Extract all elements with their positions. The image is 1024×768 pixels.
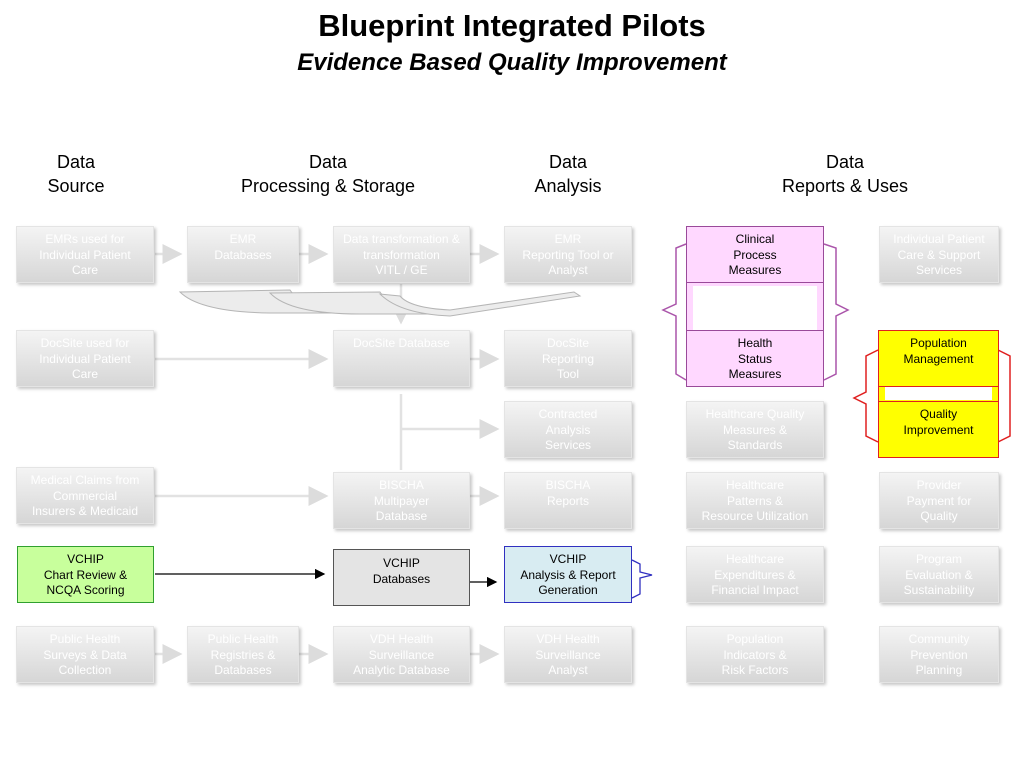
box-quality-improvement: Quality Improvement: [878, 401, 999, 458]
bracket-yellow-right: [997, 349, 1011, 443]
box-clinical-process-measures: Clinical Process Measures: [686, 226, 824, 283]
box-vchip-chart-review: VCHIP Chart Review & NCQA Scoring: [17, 546, 154, 603]
box-health-status-measures: Health Status Measures: [686, 330, 824, 387]
curved-arrow-band: [178, 289, 582, 317]
box-population-management: Population Management: [878, 330, 999, 387]
page-title: Blueprint Integrated Pilots: [318, 8, 706, 43]
box-bischa-database: BISCHA Multipayer Database: [333, 472, 470, 529]
bracket-blue: [631, 559, 653, 599]
box-docsite-reporting-tool: DocSite Reporting Tool: [504, 330, 632, 387]
box-vchip-analysis: VCHIP Analysis & Report Generation: [504, 546, 632, 603]
box-community-prevention: Community Prevention Planning: [879, 626, 999, 683]
page-subtitle: Evidence Based Quality Improvement: [297, 49, 727, 76]
box-emr-reporting-tool: EMR Reporting Tool or Analyst: [504, 226, 632, 283]
box-vchip-databases: VCHIP Databases: [333, 549, 470, 606]
bracket-pink-left: [661, 243, 687, 381]
box-healthcare-expenditures: Healthcare Expenditures & Financial Impa…: [686, 546, 824, 603]
box-docsite-database: DocSite Database: [333, 330, 470, 387]
box-emr-databases: EMR Databases: [187, 226, 299, 283]
box-contracted-analysis: Contracted Analysis Services: [504, 401, 632, 458]
box-individual-patient-care-support: Individual Patient Care & Support Servic…: [879, 226, 999, 283]
box-public-health-registries: Public Health Registries & Databases: [187, 626, 299, 683]
column-header-data-analysis: Data Analysis: [534, 152, 602, 196]
box-medical-claims: Medical Claims from Commercial Insurers …: [16, 467, 154, 524]
box-public-health-surveys: Public Health Surveys & Data Collection: [16, 626, 154, 683]
box-population-indicators: Population Indicators & Risk Factors: [686, 626, 824, 683]
box-program-evaluation: Program Evaluation & Sustainability: [879, 546, 999, 603]
column-header-data-source: Data Source: [47, 152, 105, 196]
box-docsite-patient-care: DocSite used for Individual Patient Care: [16, 330, 154, 387]
box-healthcare-patterns: Healthcare Patterns & Resource Utilizati…: [686, 472, 824, 529]
box-provider-payment: Provider Payment for Quality: [879, 472, 999, 529]
box-emr-patient-care: EMRs used for Individual Patient Care: [16, 226, 154, 283]
bracket-pink-right: [823, 243, 850, 381]
column-header-data-processing: Data Processing & Storage: [240, 152, 416, 196]
column-header-data-reports: Data Reports & Uses: [781, 152, 909, 196]
bracket-yellow-left: [852, 349, 879, 443]
box-vdh-database: VDH Health Surveillance Analytic Databas…: [333, 626, 470, 683]
box-bischa-reports: BISCHA Reports: [504, 472, 632, 529]
box-healthcare-quality-measures: Healthcare Quality Measures & Standards: [686, 401, 824, 458]
box-data-transformation: Data transformation & transformation VIT…: [333, 226, 470, 283]
box-vdh-analyst: VDH Health Surveillance Analyst: [504, 626, 632, 683]
